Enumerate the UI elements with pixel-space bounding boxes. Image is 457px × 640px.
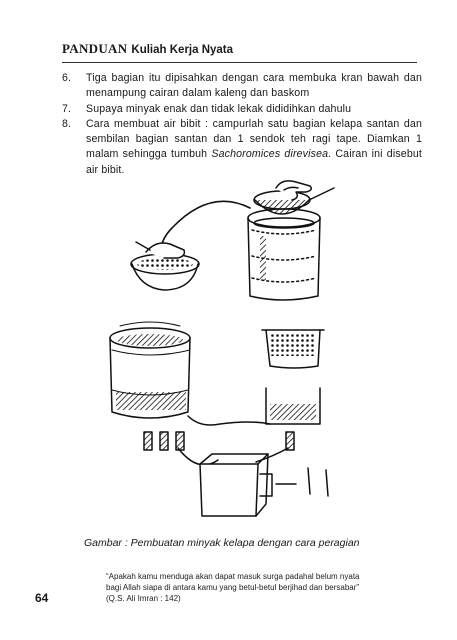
- step-text-part: . Cairan ini disebut air bibit.: [86, 148, 422, 176]
- container-icon: [261, 329, 325, 425]
- step-text-part: Cara membuat air bibit : campurlah satu …: [86, 117, 422, 161]
- basin-icon: [130, 241, 200, 291]
- step-number: 8.: [62, 117, 72, 130]
- step-text: Supaya minyak enak dan tidak lekak didid…: [86, 102, 352, 115]
- footer-quote: “Apakah kamu menduga akan dapat masuk su…: [106, 571, 424, 605]
- step-number: 6.: [62, 72, 72, 84]
- jars-icon: [143, 431, 295, 451]
- step-item: 8. Cara membuat air bibit : campurlah sa…: [62, 117, 422, 178]
- step-text: Cara membuat air bibit : campurlah satu …: [86, 117, 422, 178]
- sieve-icon: [253, 187, 335, 215]
- hand-icon: [275, 180, 313, 201]
- quote-line: bagi Allah siapa di antara kamu yang bet…: [106, 583, 360, 593]
- header-prefix: PANDUAN: [62, 41, 128, 56]
- page-number: 64: [35, 591, 49, 605]
- quote-reference: (Q.S. Ali Imran : 142): [106, 594, 181, 604]
- jerrycan-icon: [247, 208, 321, 301]
- step-text: Tiga bagian itu dipisahkan dengan cara m…: [86, 72, 422, 100]
- barrel-icon: [109, 321, 191, 419]
- step-item: 7. Supaya minyak enak dan tidak lekak di…: [62, 102, 422, 117]
- quote-line: “Apakah kamu menduga akan dapat masuk su…: [106, 572, 360, 581]
- steps-list: 6. Tiga bagian itu dipisahkan dengan car…: [62, 71, 422, 178]
- step-item: 6. Tiga bagian itu dipisahkan dengan car…: [62, 71, 422, 102]
- species-name: Sachoromices direvisea: [211, 148, 329, 161]
- step-number: 7.: [62, 102, 72, 115]
- header-title: Kuliah Kerja Nyata: [131, 44, 234, 56]
- box-icon: [199, 453, 329, 517]
- coconut-oil-illustration: [100, 178, 340, 523]
- figure-caption: Gambar : Pembuatan minyak kelapa dengan …: [84, 537, 360, 549]
